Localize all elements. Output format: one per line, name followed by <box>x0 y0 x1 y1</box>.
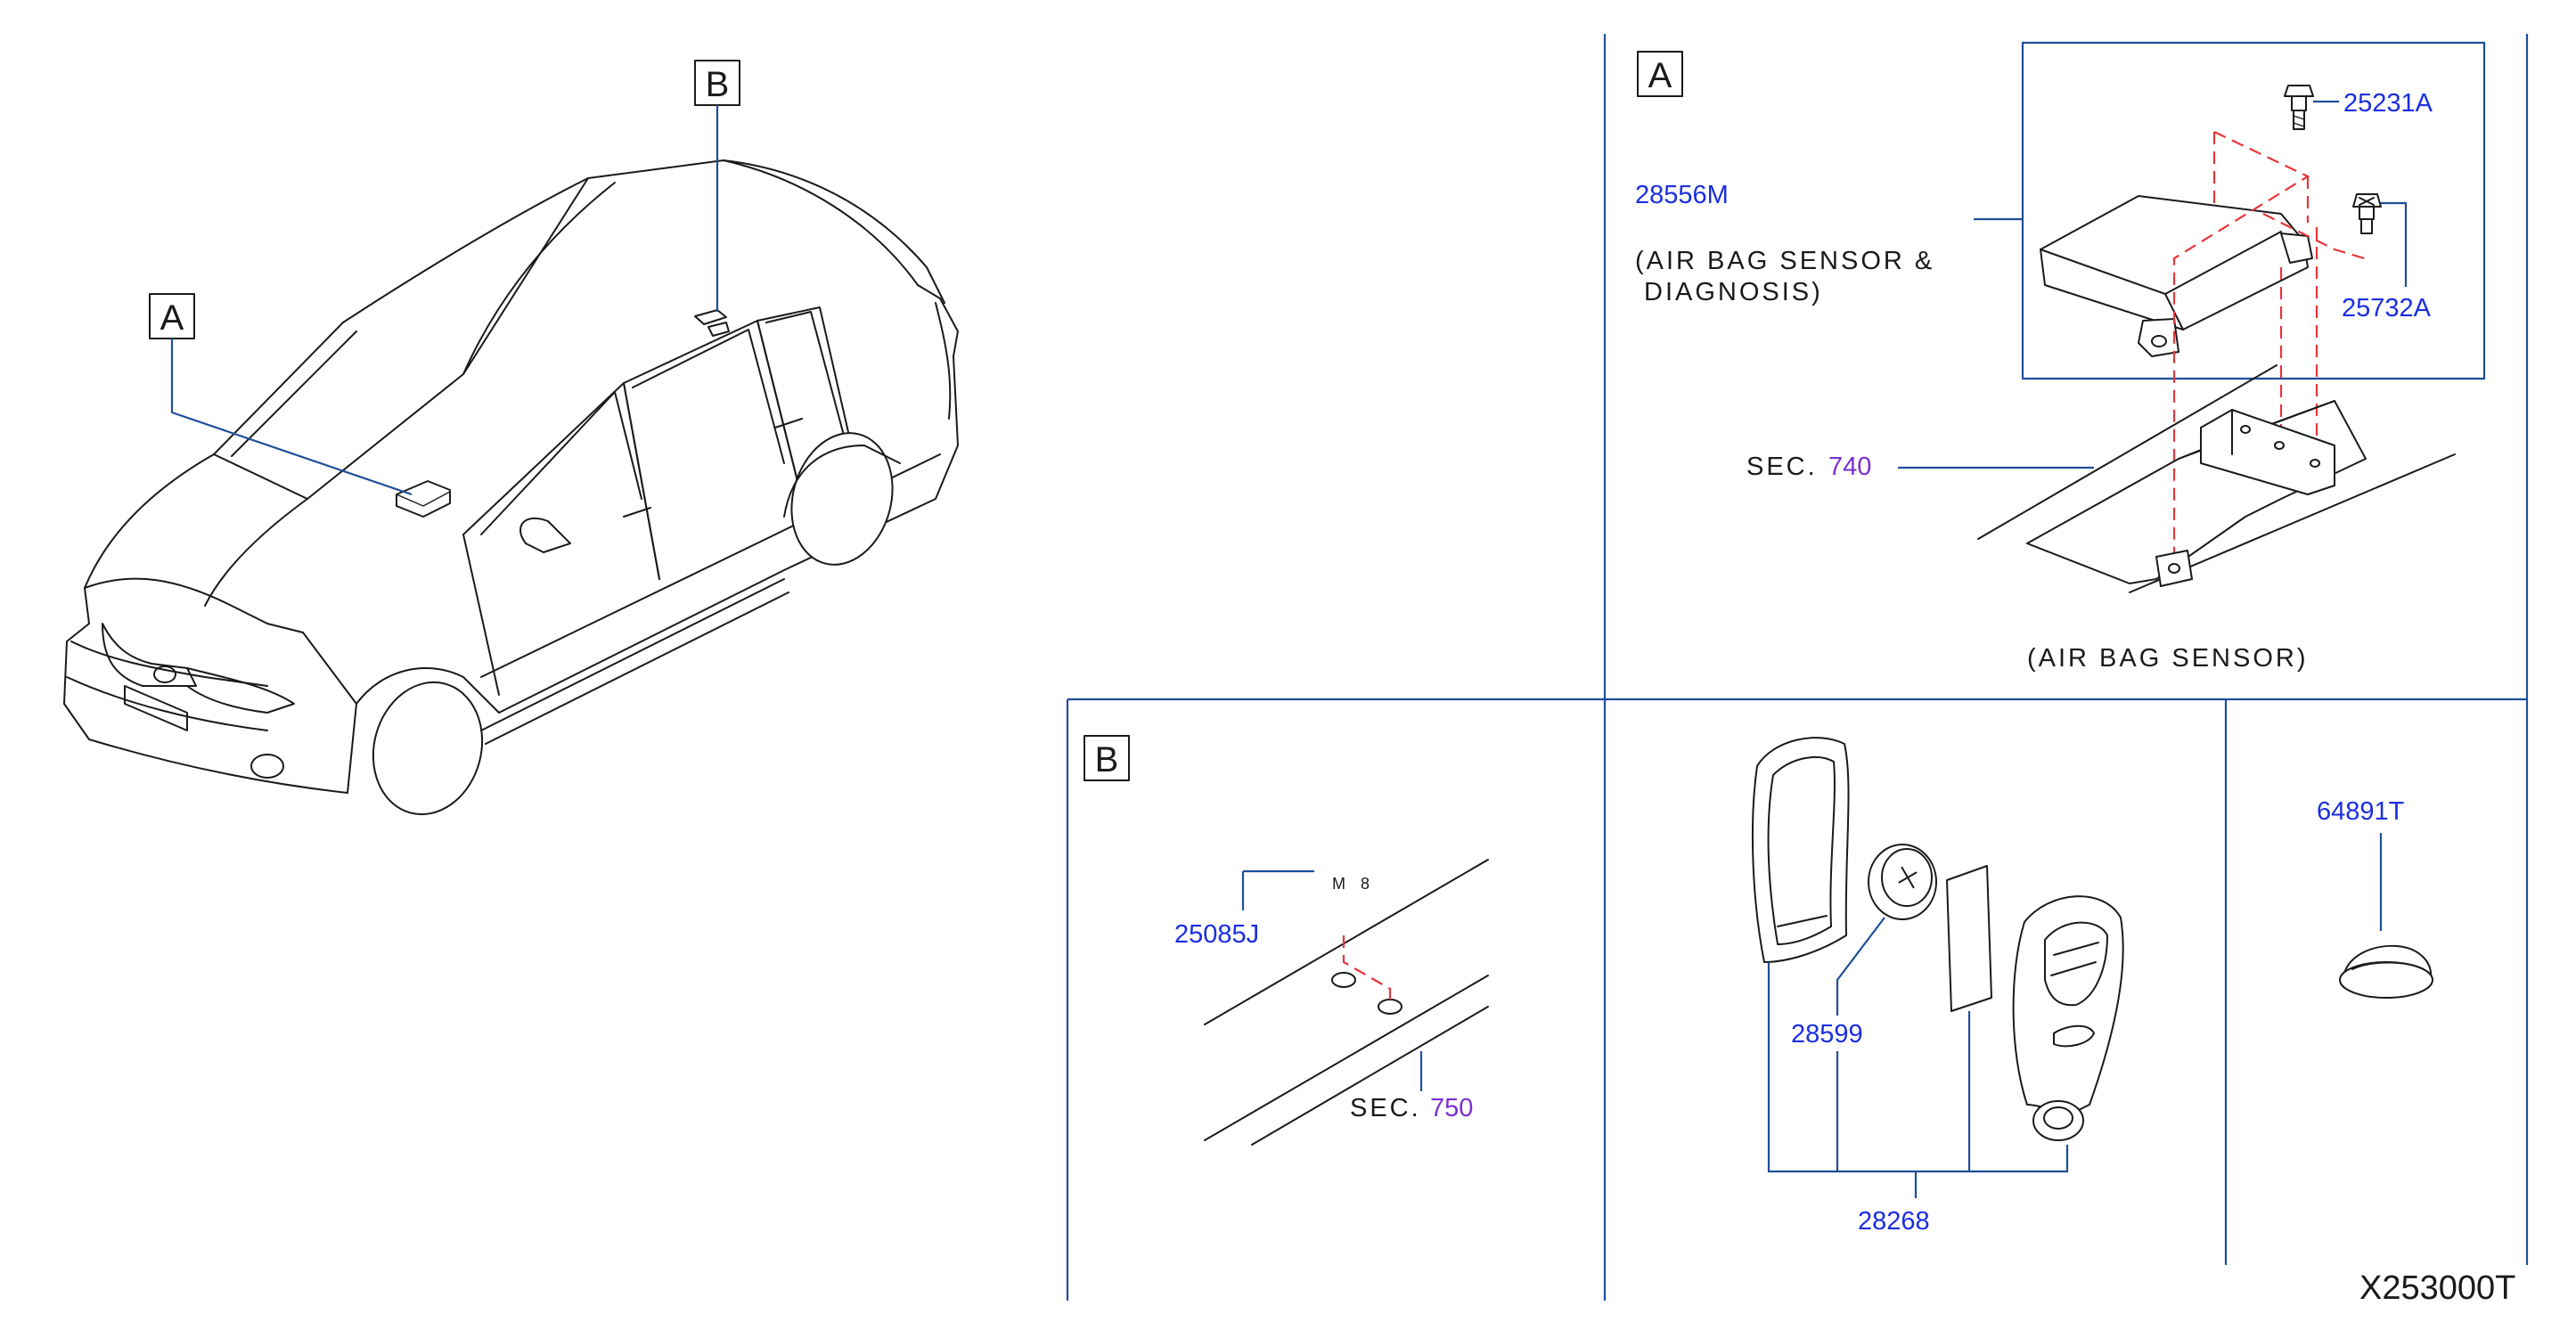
sec-740-number: 740 <box>1828 453 1871 481</box>
panel-a-caption: (AIR BAG SENSOR) <box>2027 644 2309 673</box>
callout-b: B <box>694 60 740 312</box>
part-number-25732a: 25732A <box>2342 294 2432 322</box>
part-number-28268: 28268 <box>1858 1207 1930 1236</box>
key-case-shell <box>1751 737 1850 963</box>
floor-bracket <box>1977 364 2456 593</box>
battery-28599 <box>1868 844 1937 920</box>
plug-64891t <box>2339 944 2433 999</box>
part-number-28599: 28599 <box>1791 1020 1863 1049</box>
part-number-28556m: 28556M <box>1635 181 1729 209</box>
inset-frame <box>2021 41 2486 380</box>
callout-a-leader <box>170 339 413 496</box>
sec-740-prefix: SEC. <box>1746 453 1818 481</box>
module-desc-line2: DIAGNOSIS) <box>1644 278 1823 306</box>
airbag-sensor-module <box>2040 195 2313 357</box>
panel-a-label: A <box>1648 56 1672 95</box>
sec-750-number: 750 <box>1430 1094 1473 1122</box>
vehicle-illustration <box>63 159 959 816</box>
remote-fob <box>2012 895 2124 1141</box>
panel-b-label: B <box>1095 740 1119 779</box>
callout-b-label: B <box>706 65 730 104</box>
callout-a-label: A <box>160 298 184 338</box>
panel-plug: 64891T <box>2317 797 2433 999</box>
panel-a: A 28556M (AIR BAG SENSOR & DIAGNOSIS) 25… <box>1635 41 2486 673</box>
sec-750-prefix: SEC. <box>1350 1094 1421 1122</box>
key-gasket <box>1946 865 1992 1012</box>
callout-a: A <box>149 293 413 496</box>
panel-b: B M 8 25085J SEC. 750 <box>1084 735 1489 1146</box>
bolt-25732a <box>2352 193 2382 234</box>
size-mark-m8: M 8 <box>1332 875 1375 893</box>
part-number-64891t: 64891T <box>2317 797 2405 826</box>
module-desc-line1: (AIR BAG SENSOR & <box>1635 247 1934 275</box>
part-number-25085j: 25085J <box>1174 920 1259 949</box>
diagram-code: X253000T <box>2359 1269 2515 1307</box>
part-number-25231a: 25231A <box>2343 89 2433 118</box>
panel-dividers <box>1066 34 2529 1301</box>
panel-key-fob: 28599 28268 <box>1751 737 2124 1236</box>
bolt-25231a <box>2284 85 2314 130</box>
